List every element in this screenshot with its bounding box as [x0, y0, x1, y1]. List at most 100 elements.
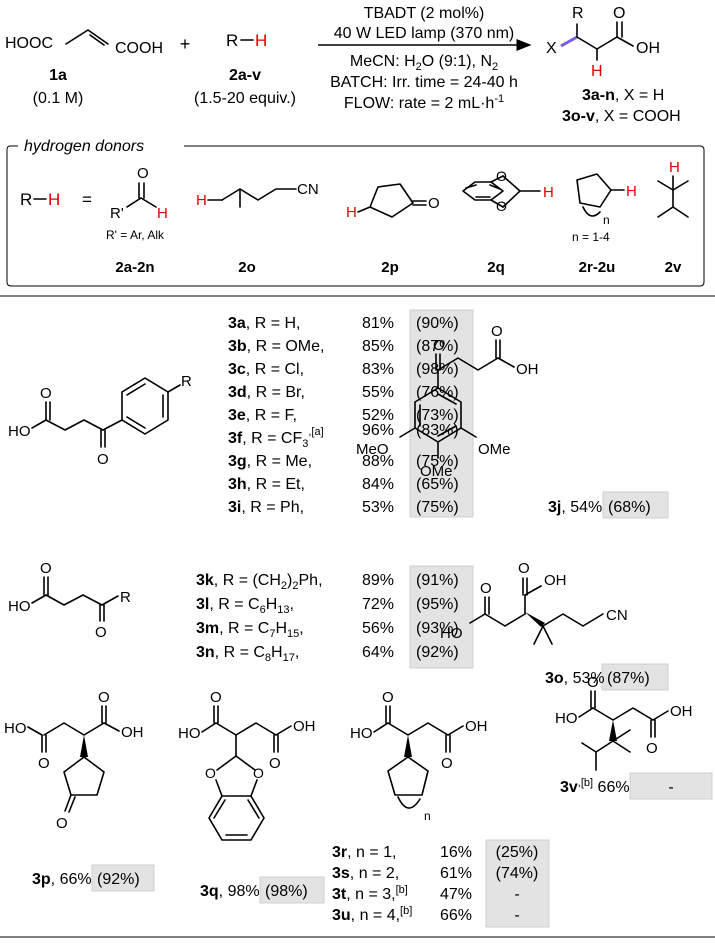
v-o1: O [587, 674, 599, 691]
product-label-2: 3o-v, X = COOH [562, 108, 681, 125]
table1-row: 3g, R = Me,88%(75%) [228, 453, 459, 470]
table1-row: 3h, R = Et,84%(65%) [228, 476, 459, 493]
v-oh: OH [670, 703, 693, 720]
ald-o: O [137, 165, 149, 182]
ald-note: R' = Ar, Alk [106, 228, 165, 242]
ald-h: H [157, 205, 168, 222]
rh-h: H [255, 31, 267, 50]
donor-label-2o: 2o [238, 259, 256, 276]
compound-3v-label: 3v,[b] 66%- [560, 772, 713, 800]
donor-labels: 2a-2n 2o 2p 2q 2r-2u 2v [115, 259, 682, 276]
r-n: n [424, 809, 431, 823]
donors-heading: hydrogen donors [24, 138, 144, 155]
fumaric-acid: HOOC COOH 1a (0.1 M) [5, 29, 163, 107]
dioxole-o2: O [496, 198, 507, 214]
flow-yield-box-2 [409, 565, 474, 669]
donor-label-2q: 2q [487, 259, 505, 276]
table3-row: 3r, n = 1,16%(25%) [332, 844, 538, 861]
compound-1a-label: 1a [49, 67, 67, 84]
compound-3p-structure: HO O O OH O [4, 689, 144, 832]
compound-3r-u-structure: HO O O OH n [350, 689, 488, 823]
alkyl-r: R [120, 589, 131, 606]
flow-yield-box-3 [485, 839, 550, 928]
compound-3q-label: 3q, 98%(98%) [200, 876, 325, 904]
alkyl-ketone-structure: HO O O R [8, 560, 131, 641]
donor-label-2p: 2p [381, 259, 399, 276]
alkane-h: H [669, 159, 680, 176]
donors-box: hydrogen donors R H = O R' H R' = Ar, Al… [6, 138, 705, 287]
table-alkyl: 3k, R = (CH2)2Ph,89%(91%) 3l, R = C6H13,7… [196, 565, 474, 669]
plus-sign: + [180, 34, 191, 54]
v-ho: HO [555, 710, 578, 727]
reaction-scheme: HOOC COOH 1a (0.1 M) + R H 2a-v (1.5-20 … [5, 5, 681, 125]
rh-r: R [226, 31, 238, 50]
p-o1: O [38, 755, 50, 772]
table1-row: 3e, R = F,52%(73%) [228, 407, 459, 424]
flow-yield-box-3v [629, 772, 713, 800]
table2-row: 3l, R = C6H13,72%(95%) [196, 596, 459, 616]
table2-row: 3n, R = C8H17,64%(92%) [196, 644, 459, 664]
ketone-o: O [428, 195, 440, 212]
compound-3q-structure: HO O O OH O O [178, 689, 316, 841]
j-ome2: OMe [420, 463, 453, 480]
reaction-conditions: TBADT (2 mol%) 40 W LED lamp (370 nm) Me… [318, 5, 532, 112]
compound-3j-structure: O O OH MeO OMe OMe [356, 323, 539, 480]
alkyl-o1: O [40, 560, 52, 577]
ketone-h: H [346, 204, 357, 221]
o-cn: CN [606, 607, 628, 624]
donor-equals: = [82, 190, 92, 209]
o-ho: HO [440, 625, 463, 642]
p-o2: O [98, 689, 110, 706]
product-oh: OH [636, 40, 660, 57]
solvent-text: MeCN: H2O (9:1), N2 [350, 53, 498, 73]
table-aryl: 3a, R = H,81%(90%)3b, R = OMe,85%(87%)3c… [228, 309, 474, 518]
table2-row: 3k, R = (CH2)2Ph,89%(91%) [196, 572, 459, 592]
label-3p: 3p, 66%(92%) [32, 871, 140, 888]
cycloalkane-structure: n H n = 1-4 [572, 173, 637, 244]
o-oh1: OH [544, 572, 567, 589]
lamp-text: 40 W LED lamp (370 nm) [334, 25, 515, 42]
table1-row: 3a, R = H,81%(90%) [228, 315, 459, 332]
donor-h: H [48, 190, 60, 209]
aryl-ketone-structure: HO O O R [8, 373, 192, 468]
product-general: R X O OH H 3a-n, X = H 3o-v, X = COOH [546, 5, 681, 125]
aryl-o2: O [97, 451, 109, 468]
j-o1: O [433, 337, 445, 354]
flow-yield-box-3o [601, 663, 669, 691]
table3-row: 3s, n = 2,61%(74%) [332, 865, 538, 882]
label-3q: 3q, 98%(98%) [200, 883, 308, 900]
alkyl-ho: HO [8, 598, 31, 615]
v-o2: O [646, 740, 658, 757]
ald-r: R' [110, 205, 124, 222]
dioxole-o1: O [496, 168, 507, 184]
table3-row: 3t, n = 3,[b]47%- [332, 884, 520, 903]
table2-row: 3m, R = C7H15,56%(93%) [196, 620, 459, 640]
j-ome1: OMe [478, 441, 511, 458]
table3-row: 3u, n = 4,[b]66%- [332, 905, 520, 924]
label-3o: 3o, 53%(87%) [545, 670, 650, 687]
nitrile-cn: CN [297, 181, 319, 198]
dioxole-h: H [543, 184, 554, 201]
product-h: H [591, 63, 603, 80]
o-o1: O [518, 560, 530, 577]
q-o2: O [269, 755, 281, 772]
compound-2a-v-label: 2a-v [229, 67, 261, 84]
catalyst-text: TBADT (2 mol%) [364, 5, 485, 22]
label-3j: 3j, 54%(68%) [548, 499, 651, 516]
donor-label-2r-2u: 2r-2u [579, 259, 616, 276]
table1-row: 3i, R = Ph,53%(75%) [228, 499, 459, 516]
j-oh: OH [516, 361, 539, 378]
hooc-label: HOOC [5, 35, 53, 52]
donor-label-2a-2n: 2a-2n [115, 259, 154, 276]
donor-label-2v: 2v [665, 259, 682, 276]
p-oh: OH [121, 724, 144, 741]
q-oh: OH [293, 718, 316, 735]
aryl-r: R [181, 373, 192, 390]
compound-2-equiv: (1.5-20 equiv.) [194, 90, 296, 107]
flow-text: FLOW: rate = 2 mL·h-1 [344, 93, 504, 112]
product-x: X [546, 40, 557, 57]
cycloalkane-n: n [603, 213, 610, 227]
dimethylbutane-structure: H [657, 159, 689, 218]
